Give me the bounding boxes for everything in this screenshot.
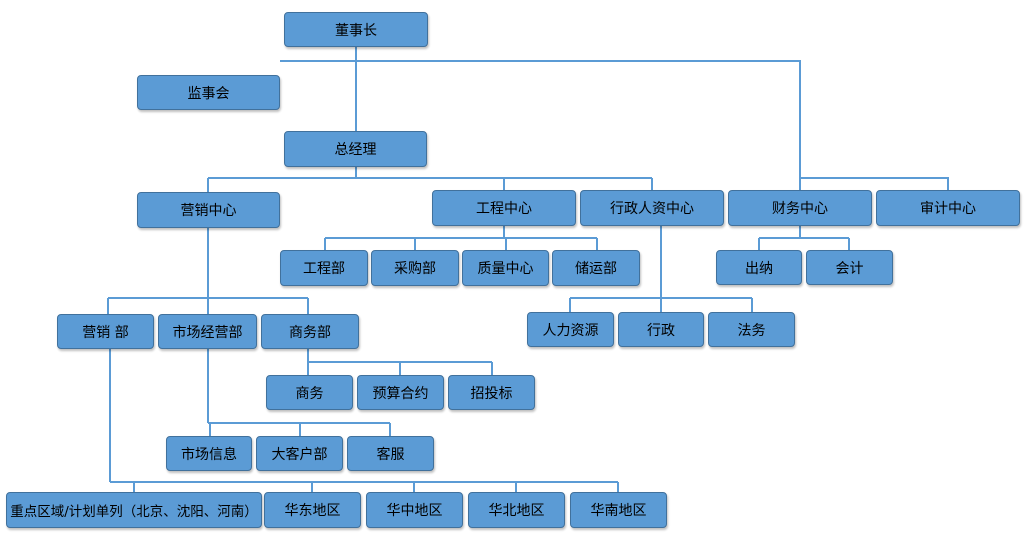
node-key-accounts: 大客户部 xyxy=(256,436,343,471)
connector-marketing-children xyxy=(107,228,309,314)
node-procurement-dept: 采购部 xyxy=(371,250,459,286)
node-sales-dept: 营销 部 xyxy=(57,314,154,349)
node-chairman: 董事长 xyxy=(284,12,428,47)
connector-regions xyxy=(109,349,619,492)
node-east-china: 华东地区 xyxy=(264,492,361,528)
connector-marketops-children xyxy=(207,349,391,436)
node-legal: 法务 xyxy=(708,312,795,347)
node-logistics-dept: 储运部 xyxy=(552,250,640,286)
node-south-china: 华南地区 xyxy=(570,492,667,528)
node-quality-center: 质量中心 xyxy=(462,250,549,286)
node-market-info: 市场信息 xyxy=(166,436,252,471)
connector-chairman-finance xyxy=(356,60,801,190)
node-business-dept: 商务部 xyxy=(261,314,359,349)
node-cashier: 出纳 xyxy=(716,250,802,285)
node-engineering-center: 工程中心 xyxy=(432,190,576,226)
connector-business-children xyxy=(307,349,493,375)
node-supervisory-board: 监事会 xyxy=(137,75,280,110)
connector-admin-children xyxy=(569,226,753,312)
node-admin-hr-center: 行政人资中心 xyxy=(580,190,724,226)
connector-finance-children xyxy=(758,226,850,250)
node-general-manager: 总经理 xyxy=(284,131,427,167)
node-marketing-center: 营销中心 xyxy=(137,192,280,228)
connector-gm-centers xyxy=(207,167,653,192)
node-business: 商务 xyxy=(266,375,353,410)
node-customer-service: 客服 xyxy=(347,436,434,471)
connector-finance-audit xyxy=(800,177,949,190)
node-north-china: 华北地区 xyxy=(468,492,565,528)
node-central-china: 华中地区 xyxy=(366,492,463,528)
node-finance-center: 财务中心 xyxy=(728,190,872,226)
node-human-resources: 人力资源 xyxy=(527,312,614,347)
node-market-ops-dept: 市场经营部 xyxy=(158,314,257,349)
node-accounting: 会计 xyxy=(806,250,893,285)
node-engineering-dept: 工程部 xyxy=(280,250,368,286)
node-budget-contracts: 预算合约 xyxy=(357,375,444,410)
connector-engineering-children xyxy=(324,226,598,250)
node-key-regions: 重点区域/计划单列（北京、沈阳、河南） xyxy=(6,492,262,528)
node-administration: 行政 xyxy=(618,312,704,347)
node-bidding: 招投标 xyxy=(448,375,535,410)
node-audit-center: 审计中心 xyxy=(876,190,1020,226)
